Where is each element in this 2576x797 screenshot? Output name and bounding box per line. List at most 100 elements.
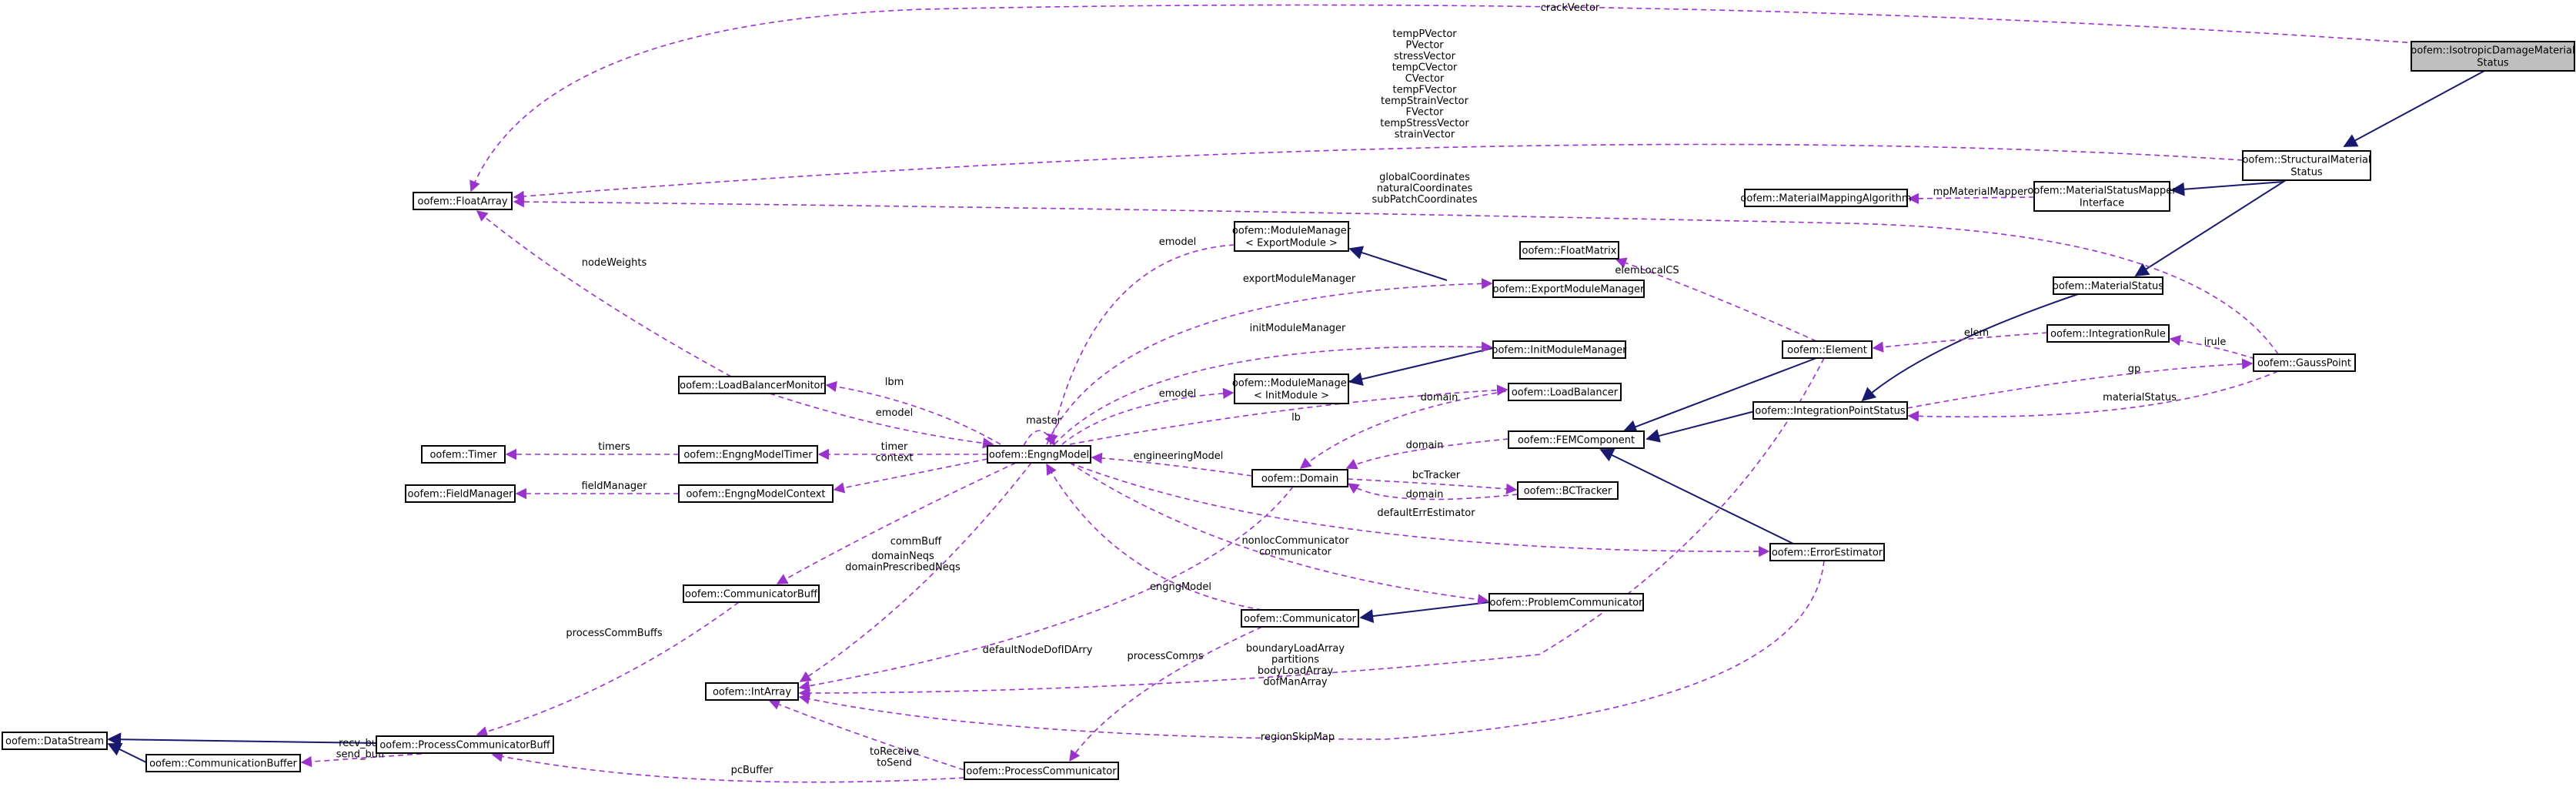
class-node-bctracker[interactable]: oofem::BCTracker: [1517, 481, 1619, 500]
edge-label-matstatus: materialStatus: [2103, 392, 2177, 404]
edge-label-domain-bc: domain: [1406, 489, 1444, 501]
use-emodel-lbm: [769, 393, 994, 449]
class-node-commbuff[interactable]: oofem::CommunicatorBuff: [683, 584, 820, 603]
class-node-frame: [1782, 340, 1873, 359]
class-node-frame: [678, 445, 818, 464]
edge-label-domainneqs: domainPrescribedNeqs: [845, 562, 961, 574]
class-node-frame: [1769, 543, 1885, 561]
class-node-initmm[interactable]: oofem::InitModuleManager: [1492, 340, 1628, 359]
edge-label-recvsend: recv_buff: [339, 738, 386, 749]
edges-layer: [107, 4, 2485, 783]
edge-label-domain-fem: domain: [1406, 440, 1444, 451]
class-node-emcontext[interactable]: oofem::EngngModelContext: [678, 484, 834, 503]
use-exportmm: [1046, 278, 1493, 445]
edge-label-lb: lb: [1291, 412, 1301, 424]
use-domain-fem: [1345, 438, 1509, 470]
class-node-name: oofem::MaterialStatusMapper: [2027, 186, 2177, 197]
edge-label-coords: globalCoordinates: [1379, 172, 1470, 183]
class-node-loadbalancer[interactable]: oofem::LoadBalancer: [1508, 383, 1622, 401]
class-node-mapalg[interactable]: oofem::MaterialMappingAlgorithm: [1740, 189, 1912, 207]
class-node-lbmonitor[interactable]: oofem::LoadBalancerMonitor: [678, 376, 826, 394]
class-node-element[interactable]: oofem::Element: [1782, 340, 1873, 359]
use-context: [833, 458, 988, 494]
class-node-name: oofem::FloatArray: [417, 196, 507, 208]
class-node-name: oofem::Domain: [1261, 474, 1338, 485]
use-initmm: [1054, 341, 1493, 445]
class-node-intrule[interactable]: oofem::IntegrationRule: [2046, 324, 2170, 343]
edge-label-vectors: FVector: [1406, 107, 1445, 119]
class-node-floatmatrix[interactable]: oofem::FloatMatrix: [1519, 241, 1619, 260]
edge-label-vectors: strainVector: [1395, 129, 1455, 141]
use-defaulterr: [1069, 462, 1770, 558]
edge-label-engngmodel: engngModel: [1150, 581, 1211, 593]
class-node-emtimer[interactable]: oofem::EngngModelTimer: [678, 445, 818, 464]
class-node-name: oofem::IntArray: [713, 687, 791, 698]
class-node-name: oofem::EngngModelContext: [686, 489, 825, 501]
class-node-fem[interactable]: oofem::FEMComponent: [1508, 430, 1645, 449]
edge-label-vectors: tempStressVector: [1380, 118, 1469, 129]
use-elemlocalcs: [1615, 257, 1817, 342]
edge-label-timer-context: timer: [881, 441, 908, 453]
class-node-name: oofem::StructuralMaterial: [2242, 155, 2371, 166]
class-node-floatarray[interactable]: oofem::FloatArray: [413, 192, 513, 210]
class-node-frame: [2046, 324, 2170, 343]
edge-label-vectors: tempFVector: [1393, 85, 1458, 96]
inh-datastream-pcbuff: [107, 732, 377, 747]
edge-label-domain-lb: domain: [1421, 392, 1458, 404]
class-node-communicator[interactable]: oofem::Communicator: [1241, 609, 1359, 628]
edge-label-commbuff: commBuff: [890, 536, 943, 548]
edge-label-proccommbuffs: processCommBuffs: [566, 628, 662, 639]
class-node-pcbuff[interactable]: oofem::ProcessCommunicatorBuff: [376, 735, 554, 754]
class-node-frame: [2, 732, 108, 750]
class-node-gausspoint[interactable]: oofem::GaussPoint: [2253, 353, 2356, 372]
edge-label-crackvector: crackVector: [1541, 2, 1600, 14]
edge-label-defaulterr: defaultErrEstimator: [1377, 507, 1475, 519]
class-node-probcomm[interactable]: oofem::ProblemCommunicator: [1488, 593, 1644, 611]
class-node-frame: [678, 484, 834, 503]
edge-label-proccomms: processComms: [1127, 651, 1203, 662]
inh-matstatus-structural: [2134, 179, 2287, 276]
class-node-commbuffer[interactable]: oofem::CommunicationBuffer: [145, 754, 301, 772]
class-node-datastream[interactable]: oofem::DataStream: [2, 732, 108, 750]
class-node-name: oofem::Timer: [429, 450, 497, 461]
class-node-engng[interactable]: oofem::EngngModel: [987, 445, 1091, 464]
class-node-mmexport[interactable]: oofem::ModuleManager< ExportModule >: [1232, 221, 1351, 252]
class-node-name: oofem::FieldManager: [408, 489, 514, 501]
class-node-exportmm[interactable]: oofem::ExportModuleManager: [1492, 280, 1645, 298]
use-engngmodel: [1046, 463, 1263, 611]
edge-label-defaultnode: defaultNodeDofIDArry: [983, 645, 1093, 656]
class-node-domain[interactable]: oofem::Domain: [1251, 469, 1348, 487]
class-node-proccomm[interactable]: oofem::ProcessCommunicator: [964, 762, 1119, 780]
class-node-name: oofem::MaterialStatus: [2053, 281, 2163, 293]
use-nonloc: [1069, 462, 1489, 605]
edge-label-nonloc: communicator: [1259, 547, 1332, 558]
class-node-ipstatus[interactable]: oofem::IntegrationPointStatus: [1752, 401, 1908, 420]
use-coords: [513, 196, 2279, 355]
class-node-timer[interactable]: oofem::Timer: [421, 445, 506, 464]
class-node-name: oofem::ProcessCommunicator: [966, 766, 1117, 778]
class-node-matstatus[interactable]: oofem::MaterialStatus: [2053, 276, 2163, 295]
edge-label-initmm: initModuleManager: [1250, 323, 1346, 334]
class-node-name: oofem::ExportModuleManager: [1493, 284, 1645, 296]
class-node-frame: [1488, 593, 1644, 611]
edge-label-elem: elem: [1964, 327, 1989, 339]
edge-label-pcbuffer: pcBuffer: [731, 765, 774, 776]
class-node-frame: [1251, 469, 1348, 487]
class-node-errest[interactable]: oofem::ErrorEstimator: [1769, 543, 1885, 561]
edge-label-irule: irule: [2204, 337, 2227, 348]
class-node-frame: [683, 584, 820, 603]
inh-mminit-initmm: [1348, 347, 1494, 387]
use-vectors: [513, 143, 2244, 203]
use-domainneqs: [799, 462, 1032, 682]
class-node-name: Interface: [2080, 198, 2124, 209]
class-node-intarray[interactable]: oofem::IntArray: [705, 682, 799, 701]
class-node-mminit[interactable]: oofem::ModuleManager< InitModule >: [1232, 373, 1351, 404]
class-node-name: oofem::EngngModel: [989, 450, 1089, 461]
class-node-frame: [705, 682, 799, 701]
edge-label-gp: gp: [2128, 363, 2141, 375]
use-master: [1023, 430, 1055, 447]
class-node-fieldmgr[interactable]: oofem::FieldManager: [405, 484, 516, 503]
